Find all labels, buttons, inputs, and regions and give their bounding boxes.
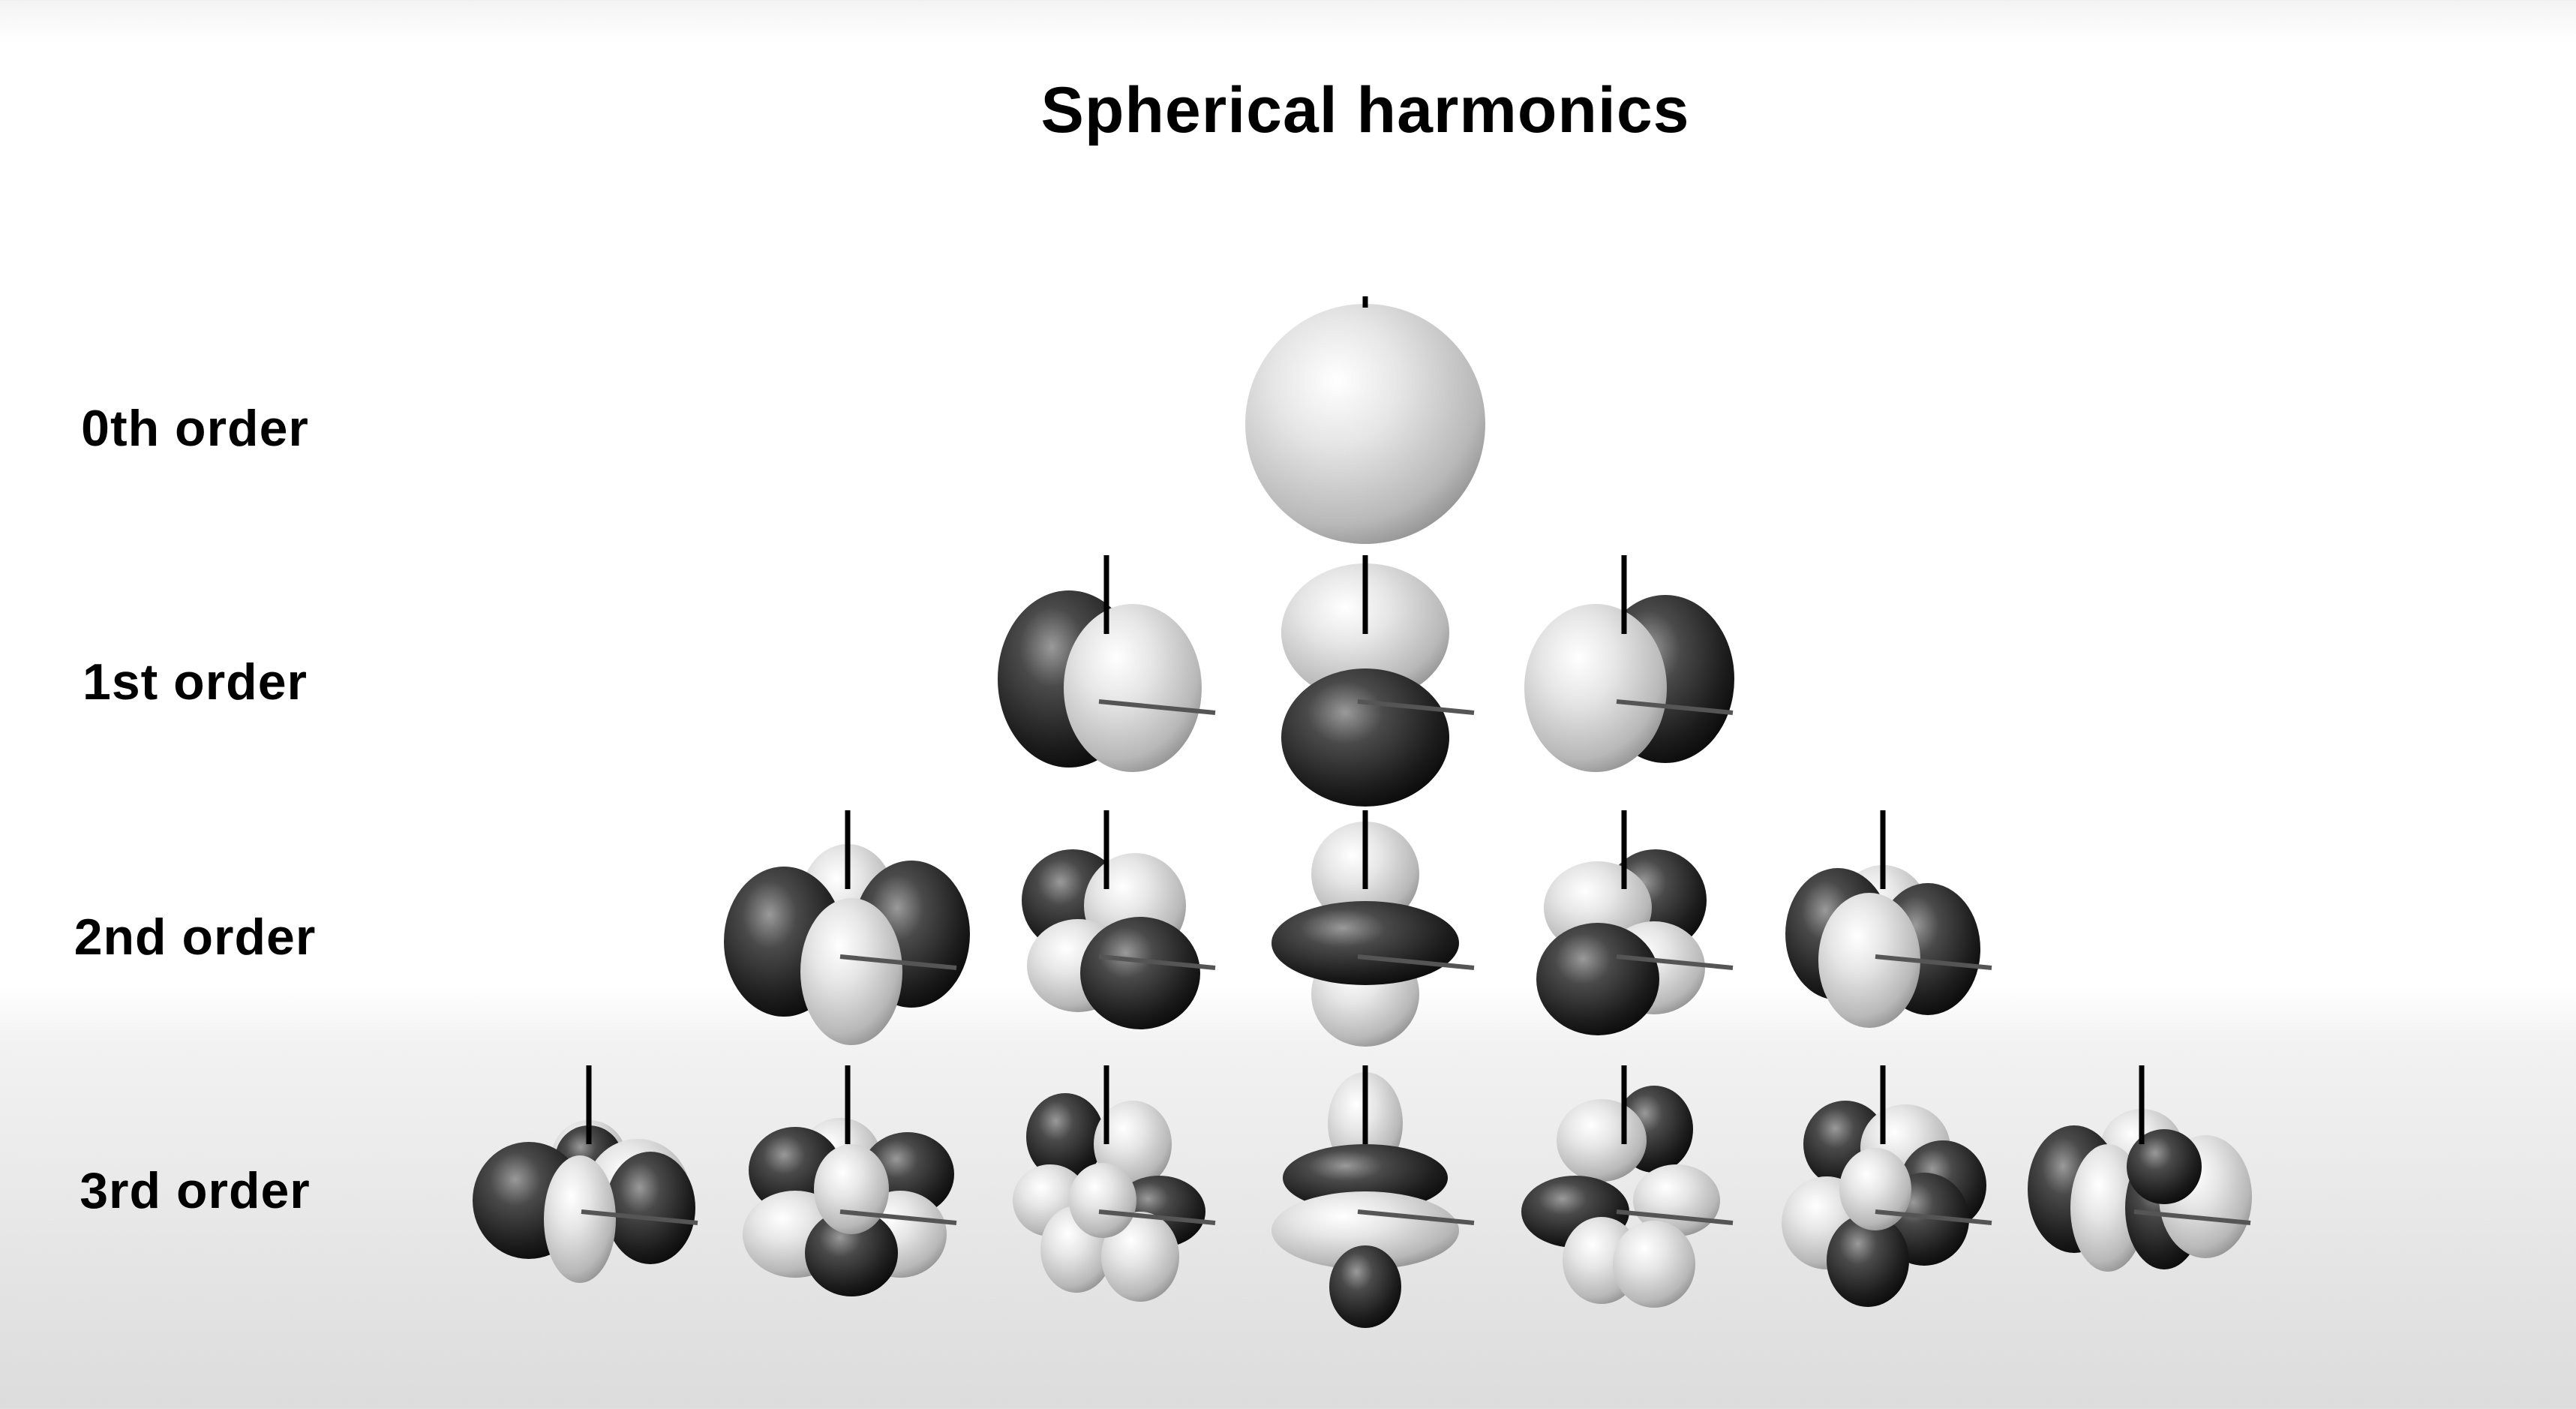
harmonic-shape — [473, 1065, 698, 1283]
harmonic-shape — [1785, 810, 1992, 1028]
negative-lobe — [605, 1152, 695, 1264]
axis-line — [581, 1209, 698, 1225]
negative-lobe — [1827, 1214, 1909, 1307]
positive-lobe — [544, 1155, 616, 1283]
harmonic-shape — [724, 810, 970, 1045]
negative-lobe — [805, 1209, 898, 1296]
negative-lobe — [2127, 1129, 2202, 1204]
axis-line — [1875, 954, 1992, 970]
negative-lobe — [1080, 917, 1200, 1029]
positive-lobe — [1101, 1212, 1179, 1302]
harmonic-shape — [1524, 555, 1734, 772]
negative-lobe — [1271, 901, 1459, 985]
harmonic-shape — [2028, 1065, 2252, 1272]
positive-lobe — [1069, 1163, 1136, 1238]
harmonic-shape — [998, 555, 1216, 772]
harmonic-shape — [1521, 1065, 1734, 1308]
positive-lobe — [1839, 1148, 1911, 1230]
harmonic-shape — [1536, 810, 1734, 1035]
positive-lobe — [1557, 1099, 1647, 1182]
positive-lobe — [800, 898, 902, 1045]
axis-line — [1098, 954, 1216, 970]
negative-lobe — [1026, 1093, 1104, 1180]
negative-lobe — [1283, 1144, 1448, 1212]
axis-line — [1098, 1209, 1216, 1225]
positive-lobe — [2070, 1144, 2145, 1272]
page-title: Spherical harmonics — [1040, 74, 1690, 146]
harmonic-shape — [1271, 810, 1475, 1047]
positive-lobe — [814, 1144, 889, 1234]
negative-lobe — [1536, 923, 1659, 1035]
positive-lobe — [1818, 893, 1920, 1028]
axis-line — [1616, 1209, 1734, 1225]
harmonic-shape — [1271, 1065, 1475, 1328]
axis-line — [1357, 699, 1475, 715]
harmonic-shape — [743, 1065, 957, 1296]
axis-line — [839, 954, 957, 970]
harmonic-shape — [1022, 810, 1216, 1029]
positive-lobe — [1613, 1221, 1695, 1308]
positive-lobe — [1064, 604, 1202, 772]
harmonic-shape — [1013, 1065, 1216, 1302]
harmonic-shape — [1281, 555, 1475, 807]
harmonic-shape — [1245, 296, 1485, 544]
harmonic-shape — [1782, 1065, 1992, 1307]
axis-line — [839, 1209, 957, 1225]
positive-lobe — [1271, 1191, 1459, 1269]
row-label-2nd-order: 2nd order — [74, 909, 317, 966]
axis-line — [2133, 1209, 2251, 1225]
row-label-3rd-order: 3rd order — [80, 1162, 311, 1219]
axis-line — [1616, 699, 1734, 715]
row-label-0th-order: 0th order — [81, 400, 309, 457]
axis-line — [1098, 699, 1216, 715]
axis-line — [1616, 954, 1734, 970]
positive-lobe — [1245, 304, 1485, 544]
axis-line — [1357, 954, 1475, 970]
negative-lobe — [1281, 668, 1449, 807]
axis-line — [1875, 1209, 1992, 1225]
negative-lobe — [1329, 1245, 1401, 1328]
positive-lobe — [1524, 604, 1667, 772]
axis-line — [1357, 1209, 1475, 1225]
row-label-1st-order: 1st order — [83, 653, 308, 711]
